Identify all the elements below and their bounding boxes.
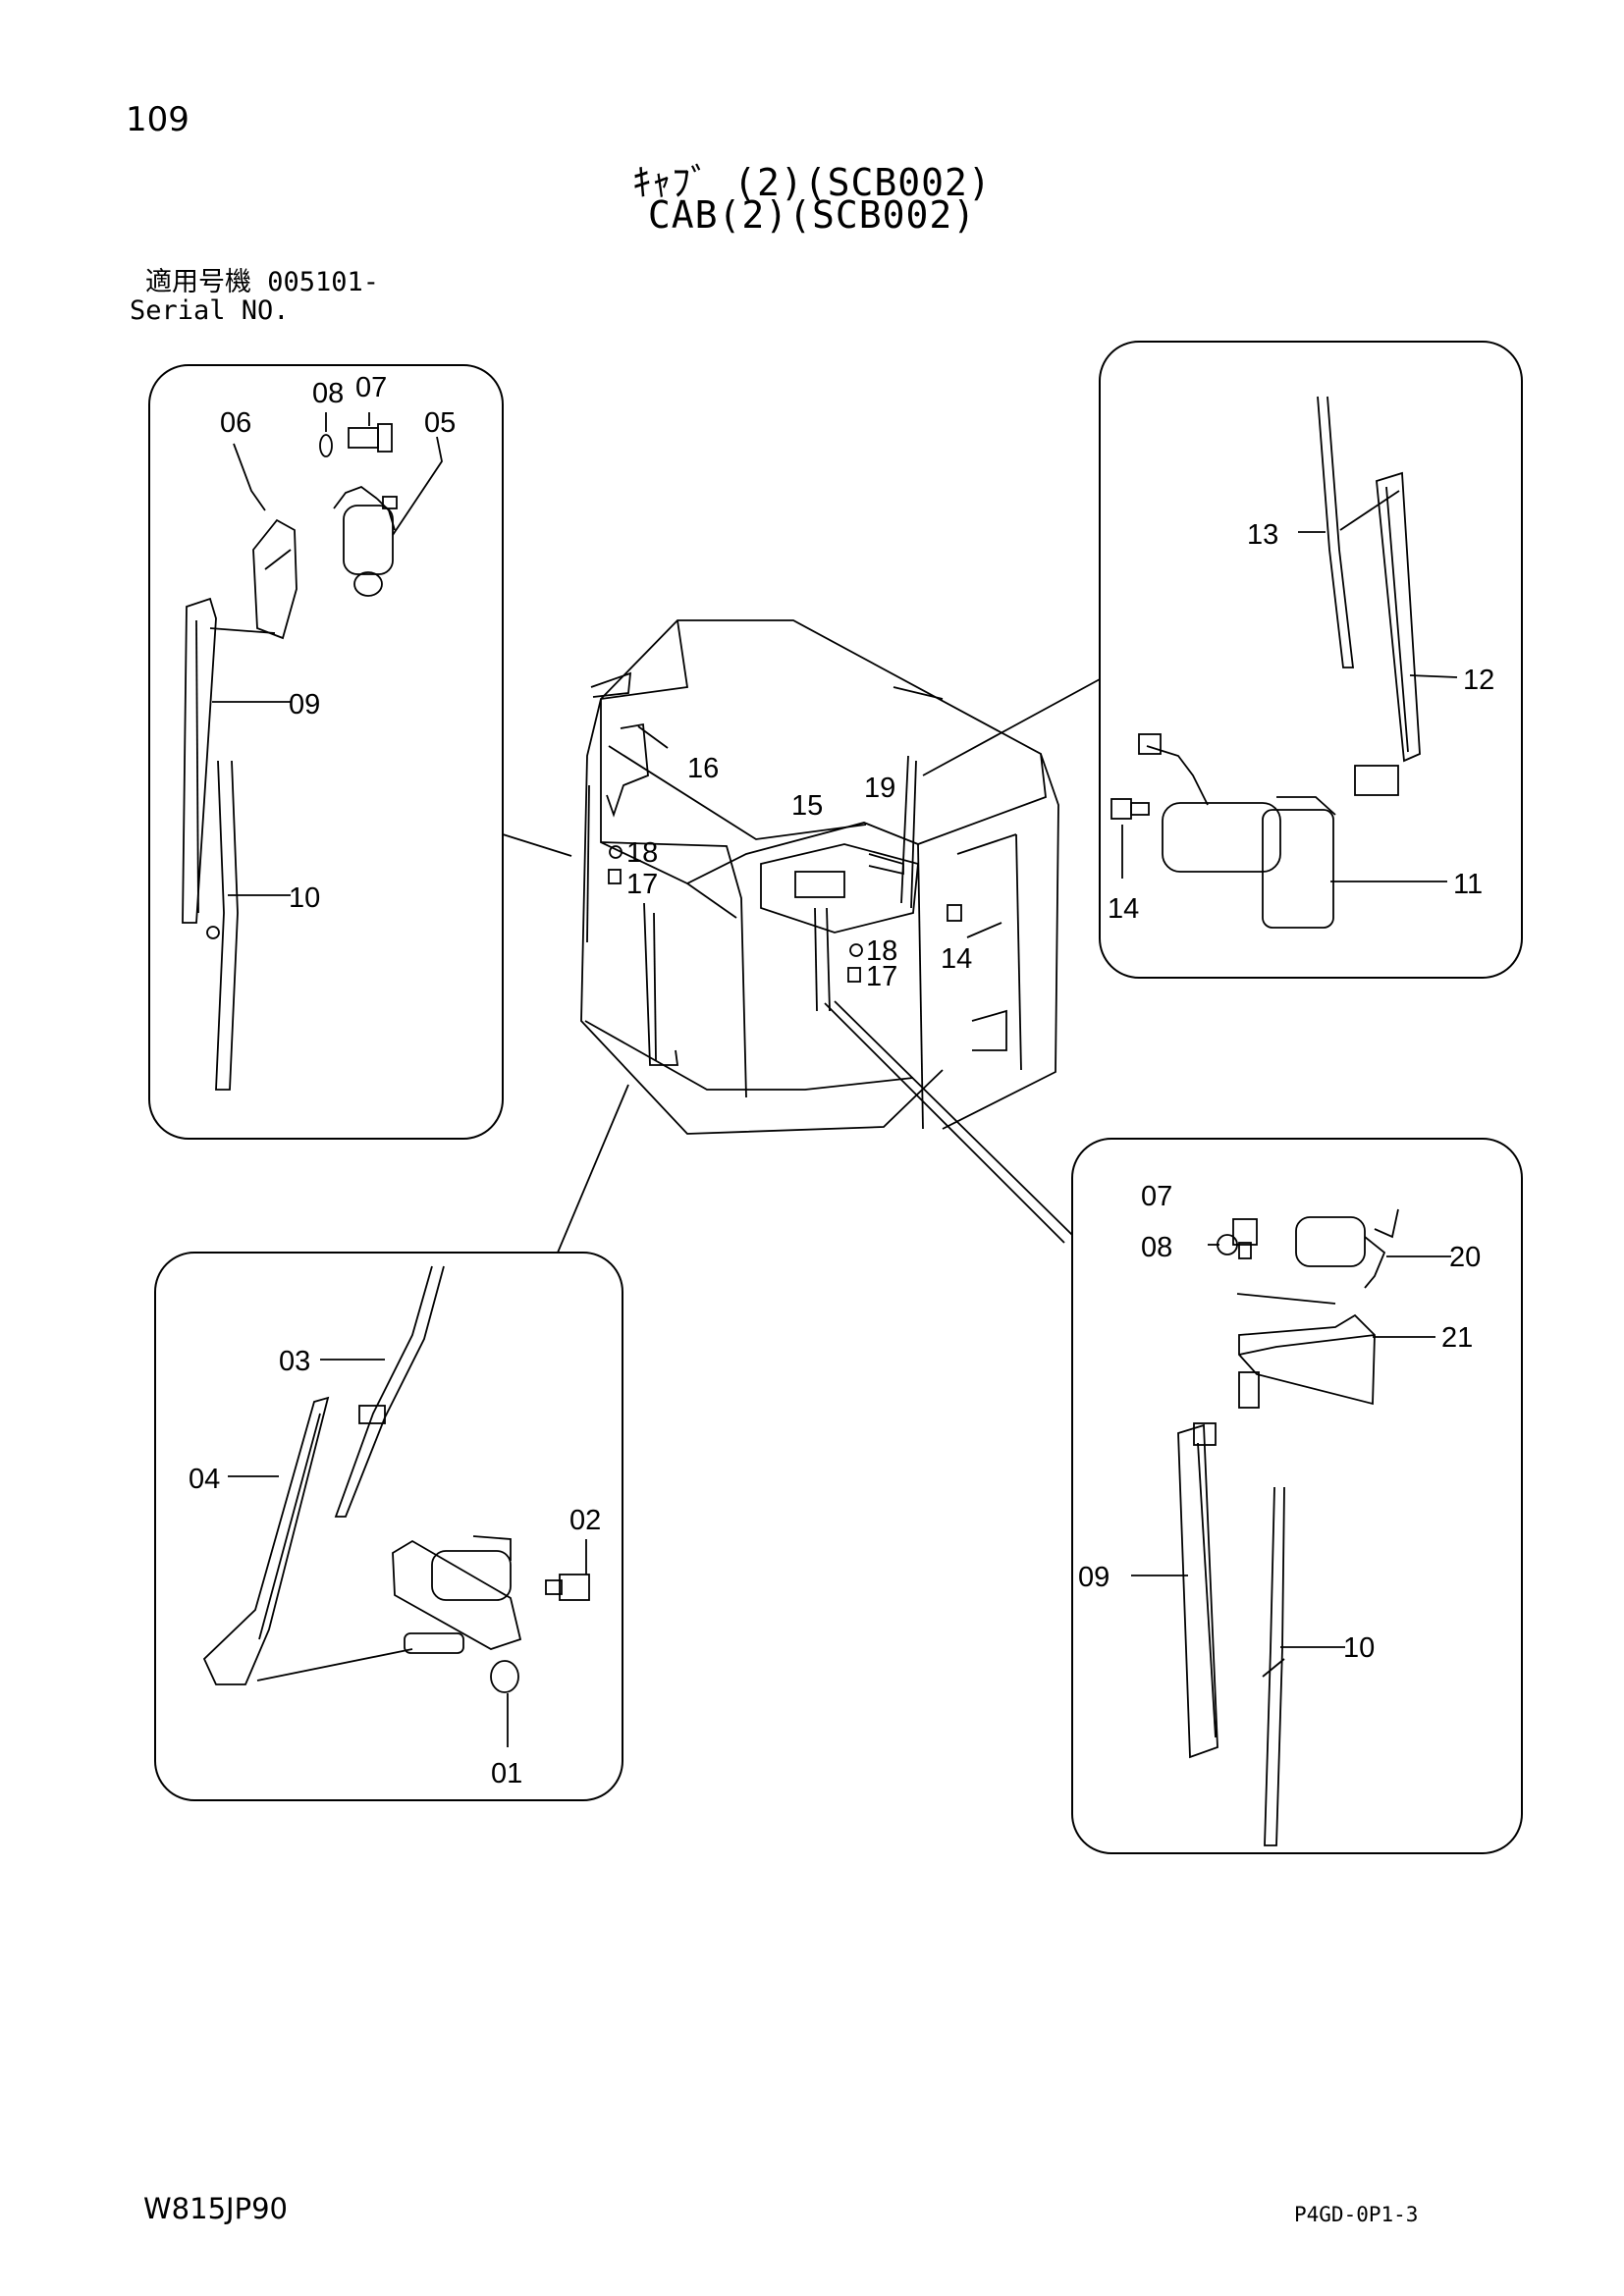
footer-page-code: P4GD-0P1-3 [1294,2203,1419,2226]
door-wiper-assembly-detail [1131,1208,1451,1846]
callout-br-21: 21 [1441,1322,1473,1354]
callout-bl-03: 03 [279,1346,310,1377]
callout-center-16: 16 [687,753,719,784]
callout-tl-10: 10 [289,882,320,914]
callout-center-17-left: 17 [626,869,658,900]
title-japanese: ｷｬﾌﾞ (2)(SCB002) [632,161,992,204]
callout-tr-13: 13 [1247,519,1278,551]
page-number: 109 [126,100,189,139]
callout-br-09: 09 [1078,1562,1110,1593]
callout-tl-05: 05 [424,407,456,439]
footer-model-code: W815JP90 [143,2192,288,2225]
callout-tr-12: 12 [1463,665,1494,696]
callout-tl-07: 07 [355,372,387,403]
callout-tl-08: 08 [312,378,344,409]
callout-center-18-left: 18 [626,837,658,869]
detail-frame-top-left [148,364,504,1140]
callout-tl-06: 06 [220,407,251,439]
title-english: CAB(2)(SCB002) [647,193,977,237]
detail-frame-top-right [1099,341,1523,979]
connector-lines [502,678,1101,1254]
lower-wiper-assembly-detail [202,1265,590,1747]
rear-wiper-assembly-detail [1110,396,1458,929]
callout-tr-14: 14 [1108,893,1139,925]
front-wiper-assembly-detail [182,412,443,1091]
callout-center-14: 14 [941,943,972,975]
detail-frame-bottom-right [1071,1138,1523,1854]
callout-center-15: 15 [791,790,823,822]
callout-br-20: 20 [1449,1242,1481,1273]
callout-br-07: 07 [1141,1181,1172,1212]
callout-center-19: 19 [864,773,895,804]
callout-bl-02: 02 [569,1505,601,1536]
callout-br-08: 08 [1141,1232,1172,1263]
callout-br-10: 10 [1343,1632,1375,1664]
callout-center-18-right: 18 [866,935,897,967]
serial-label-japanese: 適用号機 005101- [145,267,380,297]
callout-center-17-right: 17 [866,961,897,992]
detail-frame-bottom-left [154,1252,623,1801]
serial-label-english: Serial NO. [130,295,290,326]
callout-bl-01: 01 [491,1758,522,1789]
callout-labels: 06 08 07 05 09 10 13 12 11 14 16 18 17 1… [189,372,1494,1789]
cab-body [580,619,1059,1135]
callout-tl-09: 09 [289,689,320,721]
callout-tr-11: 11 [1453,869,1483,900]
callout-bl-04: 04 [189,1464,220,1495]
